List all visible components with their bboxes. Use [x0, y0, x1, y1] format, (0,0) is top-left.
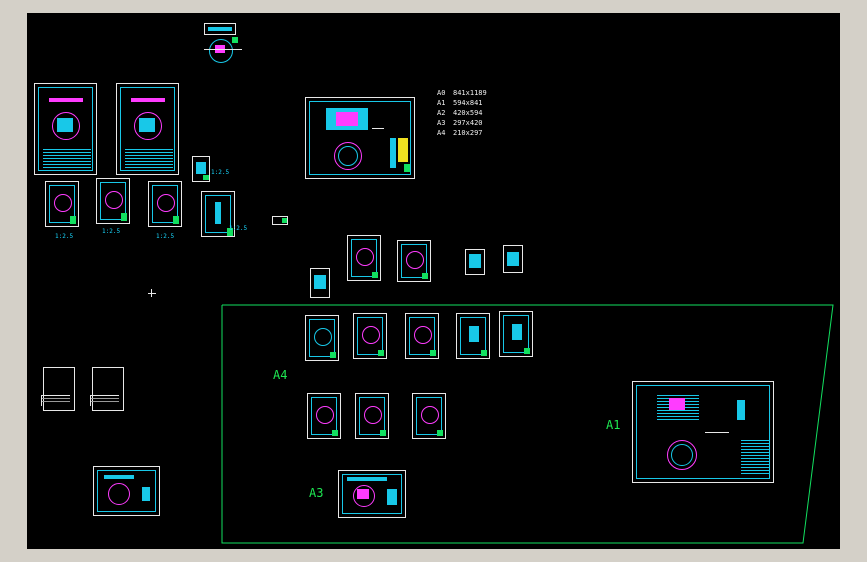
- zone-a4-sheet-1[interactable]: [305, 315, 339, 361]
- empty-sheet-2[interactable]: [90, 367, 124, 411]
- drawing-sheet-top[interactable]: [204, 23, 236, 35]
- drawing-sheet-a4-1[interactable]: [45, 181, 79, 227]
- drawing-sheet-a4-2[interactable]: [96, 178, 130, 224]
- drawing-top-assembly: [204, 35, 242, 65]
- drawing-sheet-a4-3[interactable]: [148, 181, 182, 227]
- empty-sheet-1[interactable]: [41, 367, 75, 411]
- zone-a4-sheet-2[interactable]: [353, 313, 387, 359]
- zone-label-a4: A4: [273, 368, 288, 382]
- scale-label-1: 1:2.5: [55, 233, 74, 240]
- zone-a4-sheet-3[interactable]: [405, 313, 439, 359]
- zone-label-a3: A3: [309, 486, 324, 500]
- zone-a4-sheet-5[interactable]: [499, 311, 533, 357]
- zone-a4-sheet-7[interactable]: [355, 393, 389, 439]
- drawing-sheet-mid-2[interactable]: [397, 240, 431, 282]
- zone-a1-sheet[interactable]: [632, 381, 774, 483]
- scale-label-mini: 1:2.5: [211, 169, 230, 176]
- drawing-sheet-a2-left-1[interactable]: [34, 83, 97, 175]
- scale-label-2: 1:2.5: [102, 228, 121, 235]
- zone-a4-sheet-6[interactable]: [307, 393, 341, 439]
- zone-a4-sheet-8[interactable]: [412, 393, 446, 439]
- cursor-marker: [148, 289, 156, 297]
- zone-a4-sheet-4[interactable]: [456, 313, 490, 359]
- drawing-sheet-mid-4[interactable]: [503, 245, 523, 273]
- drawing-sheet-mini-1[interactable]: [192, 156, 210, 182]
- layout-zone-border: [221, 304, 834, 544]
- drawing-sheet-lower-left[interactable]: [93, 466, 160, 516]
- zone-a3-sheet[interactable]: [338, 470, 406, 518]
- cad-model-space[interactable]: 1:2.5 1:2.5 1:2.5 1:2.5 1:2.5: [27, 13, 840, 549]
- drawing-sheet-mid-5[interactable]: [310, 268, 330, 298]
- drawing-sheet-a3-center[interactable]: [305, 97, 415, 179]
- scale-label-4: 1:2.5: [229, 225, 248, 232]
- drawing-sheet-tiny[interactable]: [272, 216, 288, 225]
- scale-label-3: 1:2.5: [156, 233, 175, 240]
- drawing-sheet-a4-4[interactable]: [201, 191, 235, 237]
- zone-label-a1: A1: [606, 418, 621, 432]
- drawing-sheet-a2-left-2[interactable]: [116, 83, 179, 175]
- drawing-sheet-mid-1[interactable]: [347, 235, 381, 281]
- drawing-sheet-mid-3[interactable]: [465, 249, 485, 275]
